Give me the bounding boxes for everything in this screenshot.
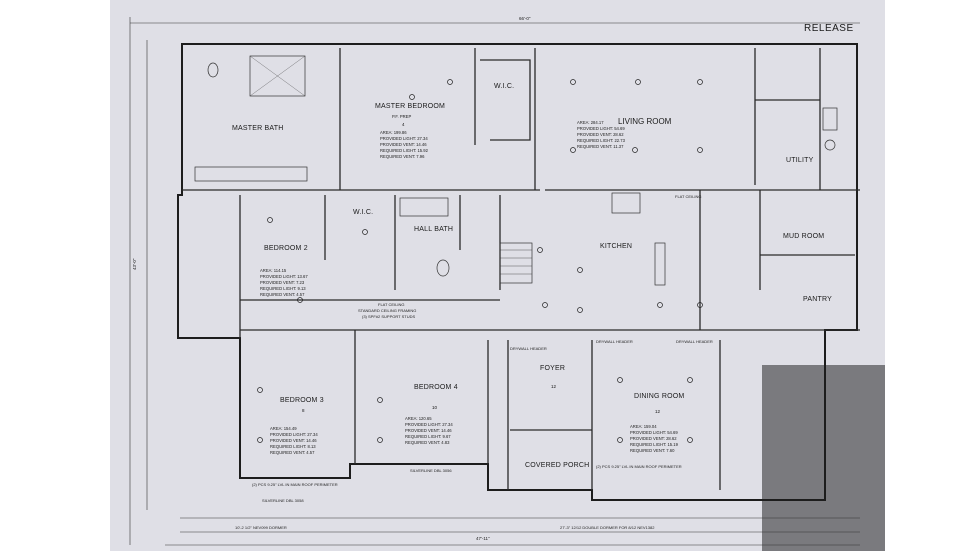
note-drywall-header-1: DRYWALL HEADER — [510, 346, 547, 351]
note-support-studs: (3) SPF#2 SUPPORT STUDS — [362, 314, 416, 319]
room-covered-porch: COVERED PORCH — [525, 462, 589, 469]
note-bottom-left: 10'-2 1/2" NEV099 DORMER — [235, 525, 287, 530]
note-roof-right: (2) PCS 9.25" LVL IN MAIN ROOF PERIMETER — [596, 464, 682, 469]
foyer-tag: 12 — [551, 384, 557, 389]
dining-req-light: REQUIRED LIGHT: 15.19 — [630, 442, 679, 447]
room-wic-hall: W.I.C. — [353, 209, 373, 216]
living-vent: PROVIDED VENT: 28.62 — [577, 132, 624, 137]
bedroom4-vent: PROVIDED VENT: 14.46 — [405, 428, 452, 433]
note-drywall-header-3: DRYWALL HEADER — [676, 339, 713, 344]
dining-req-vent: REQUIRED VENT: 7.60 — [630, 448, 675, 453]
bedroom3-light: PROVIDED LIGHT: 27.34 — [270, 432, 318, 437]
bedroom4-area: AREA: 120.65 — [405, 416, 432, 421]
bedroom2-light: PROVIDED LIGHT: 13.67 — [260, 274, 308, 279]
fixtures — [194, 55, 838, 286]
dimension-lines — [129, 17, 860, 546]
room-master-bedroom: MASTER BEDROOM — [375, 103, 445, 110]
room-pantry: PANTRY — [803, 296, 832, 303]
room-master-bath: MASTER BATH — [232, 125, 283, 132]
dining-area: AREA: 159.04 — [630, 424, 657, 429]
note-flat-ceiling: FLAT CEILING — [378, 302, 405, 307]
bedroom3-req-vent: REQUIRED VENT: 4.57 — [270, 450, 315, 455]
redaction-block — [762, 365, 885, 551]
master-bedroom-req-light: REQUIRED LIGHT: 15.92 — [380, 148, 429, 153]
room-foyer: FOYER — [540, 365, 565, 372]
bedroom3-req-light: REQUIRED LIGHT: 8.13 — [270, 444, 316, 449]
bedroom3-area: AREA: 154.49 — [270, 426, 297, 431]
note-std-ceiling: STANDARD CEILING FRAMING — [358, 308, 416, 313]
light-fixtures — [257, 79, 703, 443]
release-title: RELEASE — [804, 23, 854, 34]
room-bedroom4: BEDROOM 4 — [414, 384, 458, 391]
master-bedroom-req-vent: REQUIRED VENT: 7.96 — [380, 154, 425, 159]
room-kitchen: KITCHEN — [600, 243, 632, 250]
living-req-light: REQUIRED LIGHT: 22.73 — [577, 138, 626, 143]
overall-width: 66'-0" — [519, 16, 531, 21]
bedroom2-vent: PROVIDED VENT: 7.23 — [260, 280, 305, 285]
room-hall-bath: HALL BATH — [414, 226, 453, 233]
room-wic-master: W.I.C. — [494, 83, 514, 90]
bedroom4-light: PROVIDED LIGHT: 27.34 — [405, 422, 453, 427]
bedroom4-req-light: REQUIRED LIGHT: 9.67 — [405, 434, 451, 439]
room-living: LIVING ROOM — [618, 117, 672, 126]
dim-left: 43'-0" — [132, 258, 137, 270]
living-req-vent: REQUIRED VENT: 11.37 — [577, 144, 624, 149]
bedroom3-tag: 8 — [302, 408, 305, 413]
dining-light: PROVIDED LIGHT: 54.69 — [630, 430, 678, 435]
dining-vent: PROVIDED VENT: 28.62 — [630, 436, 677, 441]
living-light: PROVIDED LIGHT: 54.69 — [577, 126, 625, 131]
bedroom4-req-vent: REQUIRED VENT: 4.83 — [405, 440, 450, 445]
master-bedroom-vent: PROVIDED VENT: 14.46 — [380, 142, 427, 147]
room-dining: DINING ROOM — [634, 393, 684, 400]
dim-bottom: 47'-11" — [476, 536, 490, 541]
master-bedroom-light: PROVIDED LIGHT: 27.34 — [380, 136, 428, 141]
note-roof-left: (2) PCS 9.25" LVL IN MAIN ROOF PERIMETER — [252, 482, 338, 487]
bedroom3-vent: PROVIDED VENT: 14.46 — [270, 438, 317, 443]
bedroom2-req-light: REQUIRED LIGHT: 9.13 — [260, 286, 306, 291]
room-utility: UTILITY — [786, 157, 814, 164]
note-window-b: SILVERLINE DBL 3056 — [410, 468, 452, 473]
note-window-a: SILVERLINE DBL 3058 — [262, 498, 304, 503]
master-bedroom-sub: P.F. PREP — [392, 114, 411, 119]
bedroom2-area: AREA: 114.15 — [260, 268, 287, 273]
dining-tag: 12 — [655, 409, 661, 414]
note-bottom-right: 27'-3" 12/12 DOUBLE DORMER FOR 8/12 NEV1… — [560, 525, 655, 530]
room-bedroom3: BEDROOM 3 — [280, 397, 324, 404]
note-drywall-header-2: DRYWALL HEADER — [596, 339, 633, 344]
room-mud: MUD ROOM — [783, 233, 824, 240]
bedroom2-req-vent: REQUIRED VENT: 4.57 — [260, 292, 305, 297]
living-area: AREA: 284.17 — [577, 120, 604, 125]
master-bedroom-area: AREA: 199.86 — [380, 130, 407, 135]
room-bedroom2: BEDROOM 2 — [264, 245, 308, 252]
note-flat-ceiling-kitchen: FLAT CEILING — [675, 194, 702, 199]
interior-walls — [182, 48, 860, 490]
bedroom4-tag: 10 — [432, 405, 438, 410]
master-bedroom-tag: 4 — [402, 122, 405, 127]
